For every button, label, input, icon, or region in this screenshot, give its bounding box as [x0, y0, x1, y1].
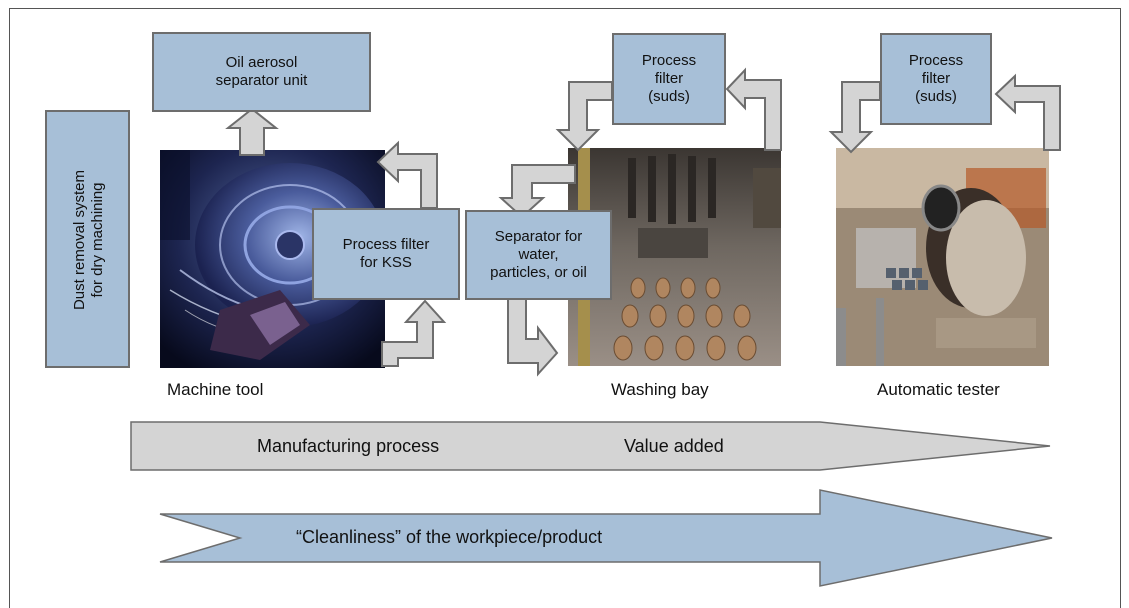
process-filter-suds-box-1: Process filter (suds): [612, 33, 726, 125]
dust-removal-box: Dust removal system for dry machining: [45, 110, 130, 368]
loop-arrow-kss-bottom: [381, 299, 447, 367]
suds-loop-2-left: [828, 81, 881, 154]
process-filter-suds-box-2: Process filter (suds): [880, 33, 992, 125]
manufacturing-process-arrow: [130, 421, 1051, 471]
washing-bay-caption: Washing bay: [611, 380, 709, 399]
cleanliness-arrow: [159, 489, 1053, 587]
flow-diagram: [130, 67, 1061, 587]
suds-loop-1-left: [555, 81, 613, 152]
automatic-tester-photo: [836, 148, 1049, 366]
suds-loop-1-right: [725, 67, 782, 151]
suds-loop-2-right: [994, 73, 1061, 151]
figure-frame: [9, 8, 1121, 608]
arrow-bay-to-separator: [498, 164, 576, 219]
separator-box: Separator for water, particles, or oil: [465, 210, 612, 300]
oil-aerosol-separator-box: Oil aerosol separator unit: [152, 32, 371, 112]
loop-arrow-kss-top: [376, 140, 438, 209]
value-added-label: Value added: [624, 436, 724, 456]
manufacturing-process-label: Manufacturing process: [257, 436, 440, 456]
cleanliness-label: “Cleanliness” of the workpiece/product: [296, 527, 603, 547]
machine-tool-caption: Machine tool: [167, 380, 264, 399]
up-arrow-to-oil-aerosol: [225, 107, 279, 156]
process-filter-kss-box: Process filter for KSS: [312, 208, 460, 300]
dust-removal-label: Dust removal system for dry machining: [71, 169, 106, 311]
automatic-tester-caption: Automatic tester: [877, 380, 1000, 399]
arrow-separator-to-bay: [507, 298, 559, 377]
